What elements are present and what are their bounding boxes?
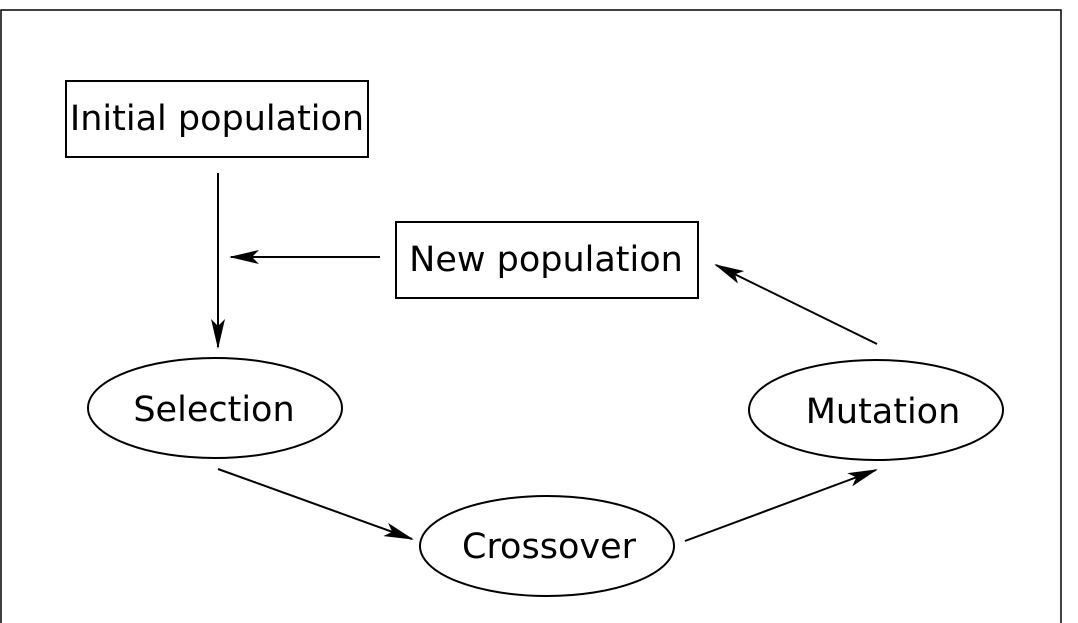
mutation-label: Mutation: [806, 392, 961, 432]
mutation-ellipse: [748, 359, 1004, 461]
crossover-ellipse: [419, 495, 675, 597]
crossover-label: Crossover: [462, 527, 637, 567]
selection-label: Selection: [133, 390, 294, 430]
initial-population-label: Initial population: [70, 99, 364, 139]
selection-ellipse: [87, 357, 343, 459]
initial-population-node: Initial population: [65, 80, 369, 158]
crossover-node: Crossover: [419, 495, 675, 597]
initial-population-box: [65, 80, 369, 158]
selection-node: Selection: [87, 357, 343, 459]
new-population-node: New population: [395, 221, 699, 299]
arrow-selection-to-crossover: [217, 468, 414, 540]
mutation-node: Mutation: [748, 359, 1004, 461]
arrow-crossover-to-mutation: [684, 469, 878, 542]
arrow-mutation-to-new-population: [714, 264, 878, 345]
new-population-label: New population: [409, 240, 683, 280]
diagram-frame: [0, 9, 1062, 623]
new-population-box: [395, 221, 699, 299]
